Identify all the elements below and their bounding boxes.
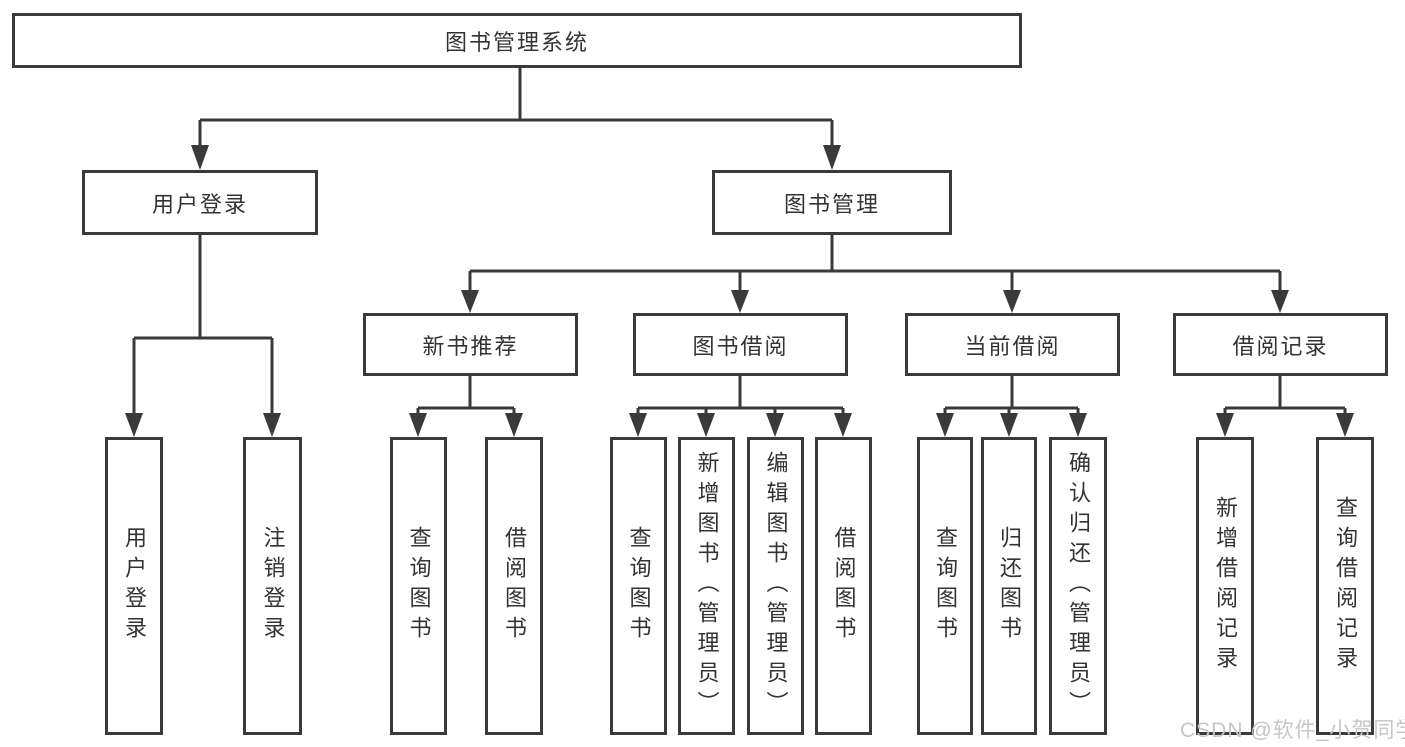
leaf-query-borrow-record: 查询借阅记录 — [1316, 437, 1374, 735]
node-label: 新增借阅记录 — [1213, 496, 1238, 676]
leaf-confirm-return-admin: 确认归还（管理员） — [1049, 437, 1107, 735]
leaf-add-borrow-record: 新增借阅记录 — [1196, 437, 1254, 735]
node-label: 查询图书 — [406, 526, 432, 646]
node-label: 图书借阅 — [692, 333, 789, 359]
leaf-query-books-recommend: 查询图书 — [390, 437, 447, 735]
leaf-borrow-books-borrow: 借阅图书 — [815, 437, 872, 735]
node-label: 图书管理系统 — [444, 29, 589, 55]
node-label: 新书推荐 — [422, 333, 519, 359]
node-label: 注销登录 — [260, 526, 286, 646]
leaf-query-books-current: 查询图书 — [917, 437, 973, 735]
node-book-borrow: 图书借阅 — [633, 313, 848, 376]
node-label: 归还图书 — [997, 526, 1022, 646]
connector-line — [132, 68, 1347, 416]
node-new-book-recommend: 新书推荐 — [363, 313, 578, 376]
node-library-management-system: 图书管理系统 — [12, 13, 1022, 68]
node-label: 当前借阅 — [964, 333, 1061, 359]
leaf-return-books: 归还图书 — [981, 437, 1037, 735]
node-label: 图书管理 — [783, 191, 880, 217]
node-label: 借阅图书 — [831, 526, 857, 646]
node-label: 用户登录 — [151, 191, 248, 217]
node-label: 借阅记录 — [1232, 333, 1329, 359]
node-current-borrow: 当前借阅 — [905, 313, 1120, 376]
node-label: 查询图书 — [933, 526, 958, 646]
watermark: CSDN @软件_小贺同学 — [1180, 719, 1405, 742]
node-label: 用户登录 — [122, 526, 147, 646]
leaf-edit-book-admin: 编辑图书（管理员） — [747, 437, 804, 735]
node-borrow-records: 借阅记录 — [1173, 313, 1388, 376]
node-label: 新增图书（管理员） — [694, 451, 720, 721]
leaf-borrow-books-recommend: 借阅图书 — [485, 437, 543, 735]
node-label: 查询图书 — [626, 526, 652, 646]
leaf-logout: 注销登录 — [243, 437, 302, 735]
leaf-user-login: 用户登录 — [105, 437, 163, 735]
node-book-management: 图书管理 — [712, 170, 952, 235]
node-user-login: 用户登录 — [82, 170, 318, 235]
leaf-add-book-admin: 新增图书（管理员） — [678, 437, 735, 735]
node-label: 确认归还（管理员） — [1066, 451, 1091, 721]
node-label: 编辑图书（管理员） — [763, 451, 789, 721]
arrowheads — [125, 145, 1354, 437]
connectors — [125, 68, 1354, 437]
node-label: 查询借阅记录 — [1333, 496, 1358, 676]
node-label: 借阅图书 — [502, 526, 527, 646]
leaf-query-books-borrow: 查询图书 — [610, 437, 667, 735]
